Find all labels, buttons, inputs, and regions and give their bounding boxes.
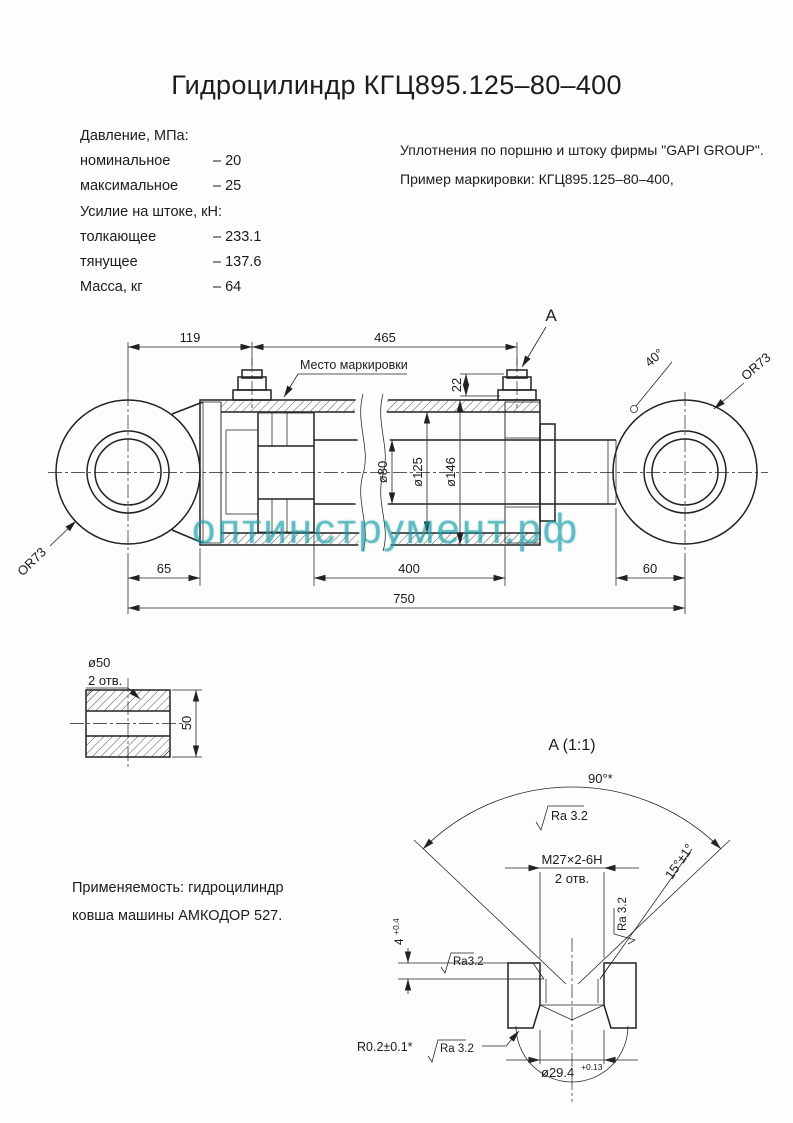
depth-dim: 4 +0.4 [391, 918, 544, 994]
spec-max-value: – 25 [213, 178, 242, 195]
notes-block: Уплотнения по поршню и штоку фирмы "GAPI… [400, 136, 764, 194]
specs-block: Давление, МПа: номинальное – 20 максимал… [80, 124, 261, 300]
radius-label: R0.2±0.1* [357, 1040, 413, 1054]
section-a-view: A (1:1) 90°* Ra 3.2 M27×2-6H 2 отв. 15°±… [357, 737, 731, 1102]
spec-nominal-value: – 20 [213, 153, 242, 170]
thread-callout: M27×2-6H 2 отв. [505, 852, 639, 958]
port-section [507, 962, 637, 1083]
bore-dia-label: ø29.4 [541, 1065, 574, 1080]
dim-119: 119 [180, 330, 201, 345]
section-a-label: A [545, 306, 557, 325]
dim-dia146: ø146 [443, 457, 458, 487]
note-marking: Пример маркировки: КГЦ895.125–80–400, [400, 171, 674, 187]
dim-465: 465 [374, 330, 396, 345]
angle-15: 15°±1° [662, 841, 697, 882]
spec-force-header: Усилие на штоке, кН: [80, 203, 222, 220]
dim-22: 22 [449, 378, 464, 392]
roughness-left: Ra3.2 [440, 952, 484, 974]
piston-assembly [257, 412, 315, 533]
application-block: Применяемость: гидроцилиндр ковша машины… [72, 874, 284, 930]
depth-label: 4 [394, 938, 406, 945]
main-view: 119 465 22 40° ø80 ø125 ø146 OR73 OR73 [14, 306, 774, 614]
bushing-dia50: ø50 [88, 655, 110, 670]
bushing-holes: 2 отв. [88, 673, 122, 688]
roughness-left-label: Ra3.2 [453, 956, 484, 968]
dim-65: 65 [157, 561, 171, 576]
radius-callout: R0.2±0.1* Ra 3.2 [357, 1030, 520, 1063]
section-a-callout: A [521, 306, 557, 368]
left-rod-eye [55, 399, 204, 545]
roughness-top: Ra 3.2 [535, 805, 588, 831]
roughness-side-label: Ra 3.2 [617, 897, 629, 931]
angle-90: 90°* [588, 771, 613, 786]
centerlines [48, 358, 768, 556]
dim-or73-right: OR73 [738, 350, 773, 384]
spec-pressure-header: Давление, МПа: [80, 128, 189, 144]
grease-nipple [630, 405, 638, 413]
roughness-side: Ra 3.2 [613, 897, 636, 945]
spec-push-label: толкающее [80, 228, 157, 245]
spec-nominal-label: номинальное [80, 153, 171, 170]
roughness-top-label: Ra 3.2 [551, 809, 588, 823]
dim-400: 400 [398, 561, 420, 576]
dim-750: 750 [393, 591, 415, 606]
bore-dia-tol-label: +0.13 [581, 1062, 603, 1072]
dim-40deg: 40° [642, 345, 667, 369]
thread-holes-label: 2 отв. [555, 871, 589, 886]
bushing-detail: ø50 2 отв. 50 [70, 655, 202, 768]
application-line1: Применяемость: гидроцилиндр [72, 880, 284, 896]
section-a-title: A (1:1) [548, 737, 595, 754]
spec-mass-label: Масса, кг [80, 279, 143, 296]
page-title: Гидроцилиндр КГЦ895.125–80–400 [171, 70, 622, 100]
bushing-dim-50: 50 [179, 716, 194, 730]
dim-60: 60 [643, 561, 657, 576]
dim-dia125: ø125 [410, 457, 425, 487]
thread-label: M27×2-6H [541, 852, 602, 867]
spec-mass-value: – 64 [213, 279, 242, 296]
spec-pull-label: тянущее [80, 254, 138, 271]
marking-label: Место маркировки [300, 358, 408, 372]
depth-tol-label: +0.4 [391, 918, 401, 935]
dim-dia80: ø80 [375, 461, 390, 483]
dim-or73-left: OR73 [14, 544, 49, 578]
bore-dim: ø29.4 +0.13 [506, 1030, 638, 1080]
spec-max-label: максимальное [80, 178, 179, 195]
spec-pull-value: – 137.6 [213, 254, 262, 271]
application-line2: ковша машины АМКОДОР 527. [72, 908, 283, 924]
spec-push-value: – 233.1 [213, 228, 262, 245]
marking-callout: Место маркировки [283, 358, 408, 398]
roughness-bottom-label: Ra 3.2 [440, 1043, 474, 1055]
note-seals: Уплотнения по поршню и штоку фирмы "GAPI… [400, 142, 764, 158]
